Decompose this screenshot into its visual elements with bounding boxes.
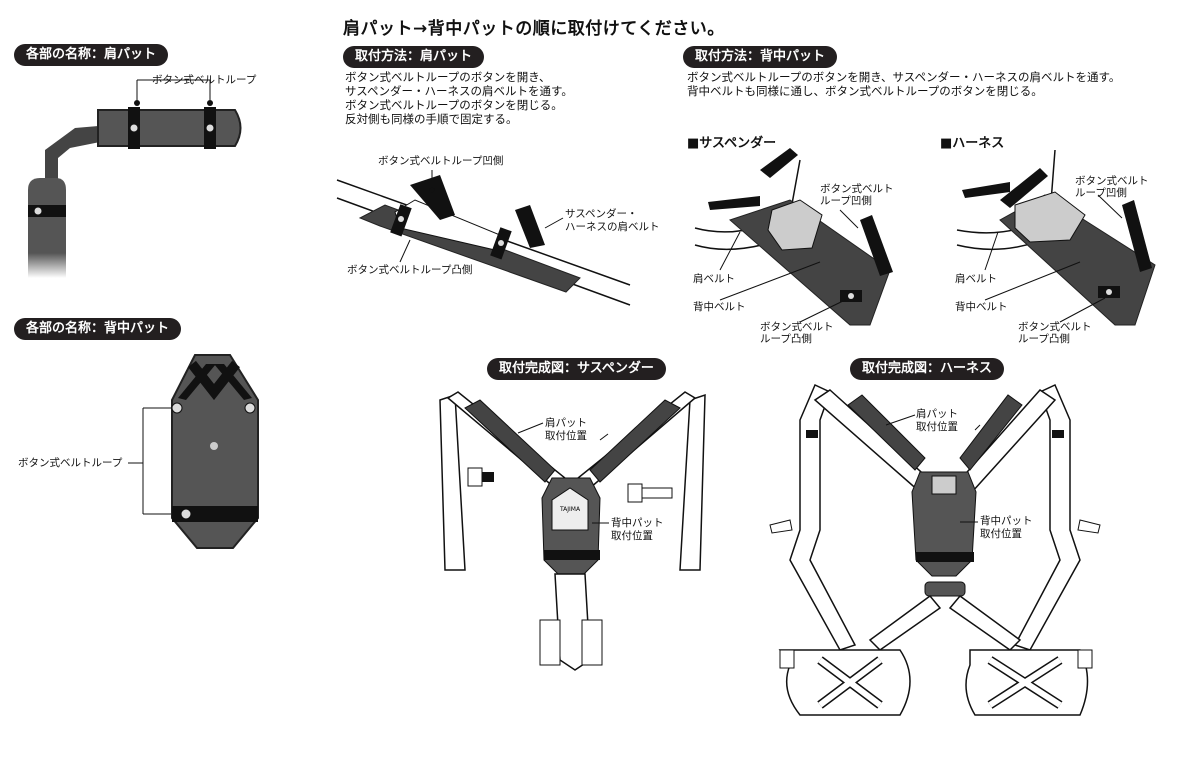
method-shoulder-figure — [336, 170, 631, 306]
harness-heading: ■ハーネス — [940, 136, 1005, 151]
harn-shoulder-pos-1: 肩パット — [916, 408, 958, 420]
suspender-heading: ■サスペンダー — [687, 136, 777, 151]
method-shoulder-line-4: 反対側も同様の手順で固定する。 — [345, 112, 518, 126]
susp-back-belt-label: 背中ベルト — [693, 301, 746, 313]
method-back-figure — [694, 148, 1156, 326]
susp-concave-label-1: ボタン式ベルト — [820, 183, 894, 195]
harn-shoulder-belt-label: 肩ベルト — [955, 273, 997, 285]
method-back-pill: 取付方法：背中パット — [683, 46, 838, 68]
susp-shoulder-belt-label: 肩ベルト — [693, 273, 735, 285]
shoulder-belt-label-1: サスペンダー・ — [565, 208, 638, 220]
method-shoulder-line-1: ボタン式ベルトループのボタンを開き、 — [345, 70, 551, 84]
harn-convex-label-1: ボタン式ベルト — [1018, 321, 1092, 333]
susp-shoulder-pos-2: 取付位置 — [545, 430, 587, 442]
shoulder-concave-label: ボタン式ベルトループ凹側 — [378, 155, 504, 167]
susp-concave-label-2: ループ凹側 — [820, 195, 872, 207]
complete-harness-pill: 取付完成図：ハーネス — [850, 358, 1005, 380]
tajima-logo: TAJIMA — [559, 506, 581, 513]
susp-convex-label-1: ボタン式ベルト — [760, 321, 834, 333]
page-title: 肩パット→背中パットの順に取付けてください。 — [343, 19, 725, 39]
back-loop-label: ボタン式ベルトループ — [18, 457, 123, 469]
susp-back-pos-1: 背中パット — [611, 517, 664, 529]
parts-shoulder-pill: 各部の名称：肩パット — [14, 44, 169, 66]
harn-convex-label-2: ループ凸側 — [1018, 333, 1070, 345]
harn-back-belt-label: 背中ベルト — [955, 301, 1008, 313]
shoulder-convex-label: ボタン式ベルトループ凸側 — [347, 264, 473, 276]
shoulder-pad-figure — [28, 79, 242, 278]
complete-suspender-pill: 取付完成図：サスペンダー — [487, 358, 666, 380]
method-back-line-2: 背中ベルトも同様に通し、ボタン式ベルトループのボタンを閉じる。 — [687, 84, 1043, 98]
complete-suspender-figure: TAJIMA — [439, 391, 706, 671]
harn-back-pos-2: 取付位置 — [980, 528, 1022, 540]
method-shoulder-line-3: ボタン式ベルトループのボタンを閉じる。 — [345, 98, 563, 112]
susp-shoulder-pos-1: 肩パット — [545, 417, 587, 429]
method-shoulder-line-2: サスペンダー・ハーネスの肩ベルトを通す。 — [345, 84, 573, 98]
parts-back-pill: 各部の名称：背中パット — [14, 318, 182, 340]
susp-back-pos-2: 取付位置 — [611, 530, 653, 542]
harn-concave-label-1: ボタン式ベルト — [1075, 175, 1149, 187]
susp-convex-label-2: ループ凸側 — [760, 333, 812, 345]
method-back-line-1: ボタン式ベルトループのボタンを開き、サスペンダー・ハーネスの肩ベルトを通す。 — [687, 70, 1121, 84]
shoulder-belt-label-2: ハーネスの肩ベルト — [565, 221, 660, 233]
method-shoulder-pill: 取付方法：肩パット — [343, 46, 485, 68]
back-pad-figure — [128, 354, 259, 549]
harn-back-pos-1: 背中パット — [980, 515, 1033, 527]
harn-concave-label-2: ループ凹側 — [1075, 187, 1127, 199]
harn-shoulder-pos-2: 取付位置 — [916, 421, 958, 433]
